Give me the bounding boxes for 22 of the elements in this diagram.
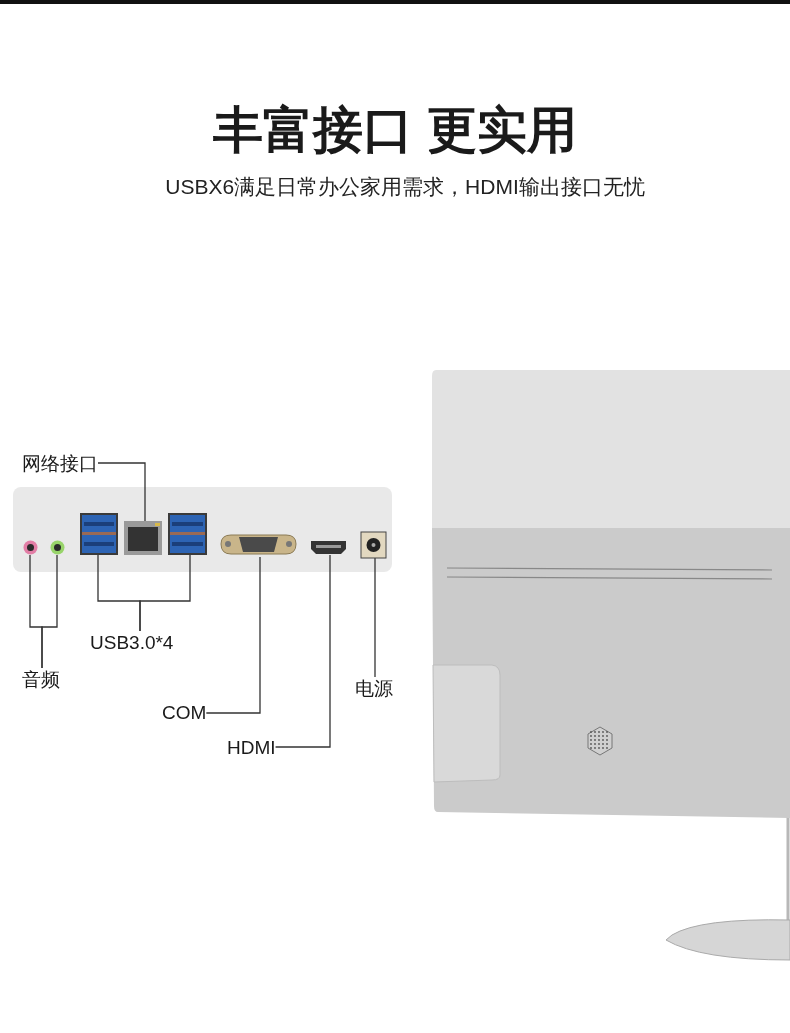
title: 丰富接口 更实用 xyxy=(212,101,578,160)
leader-line xyxy=(274,554,331,748)
port-label: HDMI xyxy=(227,736,276,759)
leader-line xyxy=(97,462,146,522)
leader-line xyxy=(139,554,191,632)
hdmi-port-icon xyxy=(310,540,347,555)
port-label: 音频 xyxy=(22,668,60,691)
port-label: USB3.0*4 xyxy=(90,631,174,654)
leader-line xyxy=(374,557,376,678)
leader-line xyxy=(41,554,58,669)
serial-port-icon xyxy=(217,532,300,557)
port-label: 网络接口 xyxy=(22,452,98,475)
audio-jack-icon xyxy=(23,540,38,555)
ethernet-port-icon xyxy=(124,521,162,555)
usb-port-icon xyxy=(80,513,118,555)
subtitle: USBX6满足日常办公家用需求，HDMI输出接口无忧 xyxy=(164,174,646,200)
port-label: 电源 xyxy=(355,677,393,700)
audio-jack-icon xyxy=(50,540,65,555)
power-jack-icon xyxy=(361,532,386,558)
port-label: COM xyxy=(162,701,207,724)
leader-line xyxy=(205,556,261,714)
usb-port-icon xyxy=(168,513,207,555)
